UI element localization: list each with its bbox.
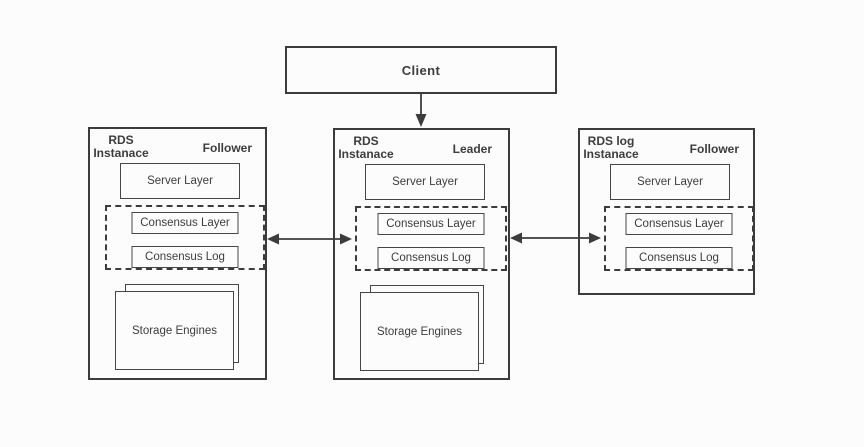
storage-front-box: Storage Engines <box>360 292 479 371</box>
role-label: Leader <box>452 142 492 156</box>
instance-name-line2: Instanace <box>93 146 149 160</box>
consensus-layer-box: Consensus Layer <box>625 213 733 235</box>
server-layer-label: Server Layer <box>147 175 213 187</box>
arrowhead-left-icon <box>267 233 279 245</box>
consensus-layer-label: Consensus Layer <box>140 217 230 229</box>
instance-box-follower-left: RDS Instanace Follower Server Layer Cons… <box>88 127 267 380</box>
arrowhead-down-icon <box>415 114 427 127</box>
server-layer-box: Server Layer <box>120 163 240 199</box>
consensus-layer-box: Consensus Layer <box>377 213 485 235</box>
server-layer-label: Server Layer <box>637 176 703 188</box>
arrowhead-left-icon <box>510 232 522 244</box>
instance-name-line1: RDS <box>353 134 379 148</box>
server-layer-label: Server Layer <box>392 176 458 188</box>
role-label: Follower <box>689 142 739 156</box>
storage-front-box: Storage Engines <box>115 291 234 370</box>
client-box: Client <box>285 46 557 94</box>
instance-name: RDS Instanace <box>90 134 152 160</box>
consensus-log-box: Consensus Log <box>377 247 485 269</box>
consensus-layer-label: Consensus Layer <box>386 218 476 230</box>
server-layer-box: Server Layer <box>610 164 730 200</box>
consensus-group-box: Consensus Layer Consensus Log <box>105 205 265 270</box>
instance-name: RDS log Instanace <box>580 135 642 161</box>
instance-name-line1: RDS <box>108 133 134 147</box>
consensus-layer-box: Consensus Layer <box>131 212 239 234</box>
consensus-group-box: Consensus Layer Consensus Log <box>604 206 754 271</box>
storage-engines-stack: Storage Engines <box>360 285 484 371</box>
instance-name: RDS Instanace <box>335 135 397 161</box>
consensus-log-label: Consensus Log <box>639 252 719 264</box>
consensus-layer-label: Consensus Layer <box>634 218 724 230</box>
storage-engines-label: Storage Engines <box>131 324 218 337</box>
consensus-log-box: Consensus Log <box>625 247 733 269</box>
storage-engines-label: Storage Engines <box>376 325 463 338</box>
instance-name-line2: Instanace <box>338 147 394 161</box>
instance-name-line2: Instanace <box>583 147 639 161</box>
consensus-log-label: Consensus Log <box>145 251 225 263</box>
instance-box-leader: RDS Instanace Leader Server Layer Consen… <box>333 128 510 380</box>
server-layer-box: Server Layer <box>365 164 485 200</box>
storage-engines-stack: Storage Engines <box>115 284 239 370</box>
consensus-group-box: Consensus Layer Consensus Log <box>355 206 507 271</box>
role-label: Follower <box>202 141 252 155</box>
client-label: Client <box>401 62 441 78</box>
instance-box-log-follower: RDS log Instanace Follower Server Layer … <box>578 128 755 295</box>
consensus-log-label: Consensus Log <box>391 252 471 264</box>
instance-name-line1: RDS log <box>587 134 635 148</box>
consensus-log-box: Consensus Log <box>131 246 239 268</box>
